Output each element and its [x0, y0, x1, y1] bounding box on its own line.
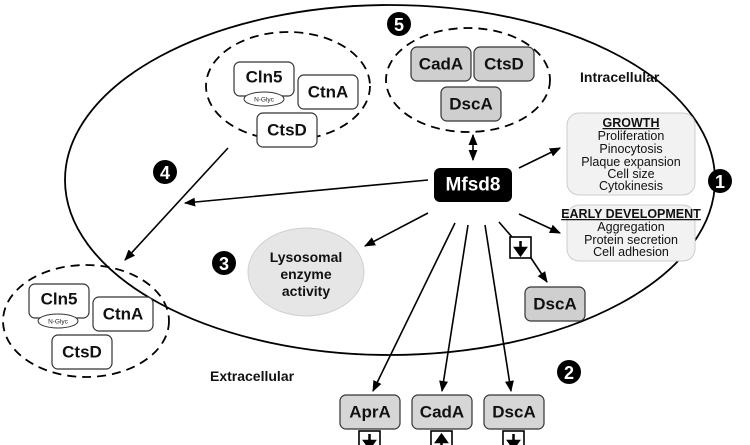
secretion-arrow	[124, 147, 229, 261]
group5-protein-ctsd: CtsD	[473, 46, 535, 82]
number-3-badge: 3	[212, 251, 236, 275]
svg-text:CtnA: CtnA	[308, 83, 349, 102]
group4-intra-protein-ctna: CtnA	[297, 74, 359, 110]
mfsd8-to-lysosomal-arrow	[364, 212, 429, 247]
mfsd8-node: Mfsd8	[434, 168, 512, 202]
svg-text:Aggregation: Aggregation	[597, 220, 664, 234]
svg-text:enzyme: enzyme	[280, 266, 332, 282]
svg-text:Cln5: Cln5	[41, 290, 78, 309]
early-development-phenotypes-box: EARLY DEVELOPMENT Aggregation Protein se…	[561, 204, 701, 262]
svg-text:N-Glyc: N-Glyc	[254, 97, 275, 104]
svg-text:CtnA: CtnA	[103, 305, 144, 324]
svg-text:CadA: CadA	[420, 403, 464, 422]
svg-text:Cln5: Cln5	[246, 68, 283, 87]
svg-text:N-Glyc: N-Glyc	[48, 319, 69, 326]
svg-text:Proliferation: Proliferation	[598, 129, 665, 143]
svg-text:Cell adhesion: Cell adhesion	[593, 245, 669, 259]
extracellular-label: Extracellular	[210, 368, 295, 384]
group4-extra-nglyc-tag: N-Glyc	[37, 313, 79, 329]
svg-text:activity: activity	[282, 283, 330, 299]
svg-text:DscA: DscA	[492, 403, 535, 422]
svg-text:Cell size: Cell size	[607, 167, 654, 181]
svg-text:CadA: CadA	[419, 55, 463, 74]
number-2-badge: 2	[557, 360, 581, 384]
extracellular-protein-cada: CadA	[411, 394, 473, 430]
svg-text:Lysosomal: Lysosomal	[270, 249, 343, 265]
mfsd8-to-dsca-arrow	[484, 224, 514, 393]
intracellular-dsca-protein: DscA	[524, 286, 586, 322]
mfsd8-to-cada-arrow	[439, 224, 469, 393]
number-5-badge: 5	[387, 12, 411, 36]
svg-text:2: 2	[564, 363, 574, 383]
apra-decrease-indicator	[358, 430, 381, 445]
number-4-badge: 4	[153, 160, 177, 184]
group4-extra-protein-cln5: Cln5	[28, 283, 90, 319]
svg-text:Cytokinesis: Cytokinesis	[599, 179, 663, 193]
svg-text:3: 3	[219, 254, 229, 274]
group4-intra-protein-ctsd: CtsD	[256, 112, 318, 148]
number-1-badge: 1	[708, 169, 732, 193]
svg-text:1: 1	[715, 172, 725, 192]
svg-text:4: 4	[160, 163, 170, 183]
mfsd8-to-intracellular-dsca-line	[498, 221, 513, 238]
dsca-decrease-indicator	[502, 430, 525, 445]
svg-text:CtsD: CtsD	[62, 343, 102, 362]
svg-text:AprA: AprA	[349, 403, 391, 422]
indicator-to-dsca-arrow	[530, 257, 548, 283]
svg-text:DscA: DscA	[449, 95, 492, 114]
mfsd8-to-apra-arrow	[372, 222, 456, 393]
svg-text:Protein secretion: Protein secretion	[584, 233, 678, 247]
group5-protein-cada: CadA	[410, 46, 472, 82]
lysosomal-enzyme-activity-node: Lysosomal enzyme activity	[247, 227, 365, 317]
mfsd8-to-growth-arrow	[518, 147, 562, 169]
group4-extra-protein-ctna: CtnA	[92, 296, 154, 332]
svg-text:CtsD: CtsD	[484, 55, 524, 74]
svg-text:DscA: DscA	[533, 295, 576, 314]
extracellular-protein-dsca: DscA	[483, 394, 545, 430]
svg-text:GROWTH: GROWTH	[603, 116, 660, 130]
group4-extracellular-complex-outline	[2, 264, 170, 378]
extracellular-protein-apra: AprA	[339, 394, 401, 430]
svg-text:Mfsd8: Mfsd8	[446, 175, 501, 196]
svg-text:5: 5	[394, 15, 404, 35]
group5-complex-outline	[385, 27, 551, 133]
mfsd8-to-group4-arrow	[183, 179, 429, 207]
group4-extra-protein-ctsd: CtsD	[51, 334, 113, 370]
svg-text:CtsD: CtsD	[267, 121, 307, 140]
svg-text:Plaque expansion: Plaque expansion	[581, 155, 680, 169]
intracellular-dsca-decrease-indicator	[509, 236, 532, 259]
group5-protein-dsca: DscA	[440, 86, 502, 122]
mfsd8-to-early-dev-arrow	[518, 213, 562, 234]
group4-intra-nglyc-tag: N-Glyc	[243, 91, 285, 107]
cada-increase-indicator	[430, 430, 453, 445]
svg-text:EARLY DEVELOPMENT: EARLY DEVELOPMENT	[561, 207, 701, 221]
intracellular-label: Intracellular	[580, 69, 660, 85]
growth-phenotypes-box: GROWTH Proliferation Pinocytosis Plaque …	[566, 112, 696, 196]
svg-text:Pinocytosis: Pinocytosis	[599, 142, 662, 156]
group4-intra-protein-cln5: Cln5	[233, 61, 295, 97]
